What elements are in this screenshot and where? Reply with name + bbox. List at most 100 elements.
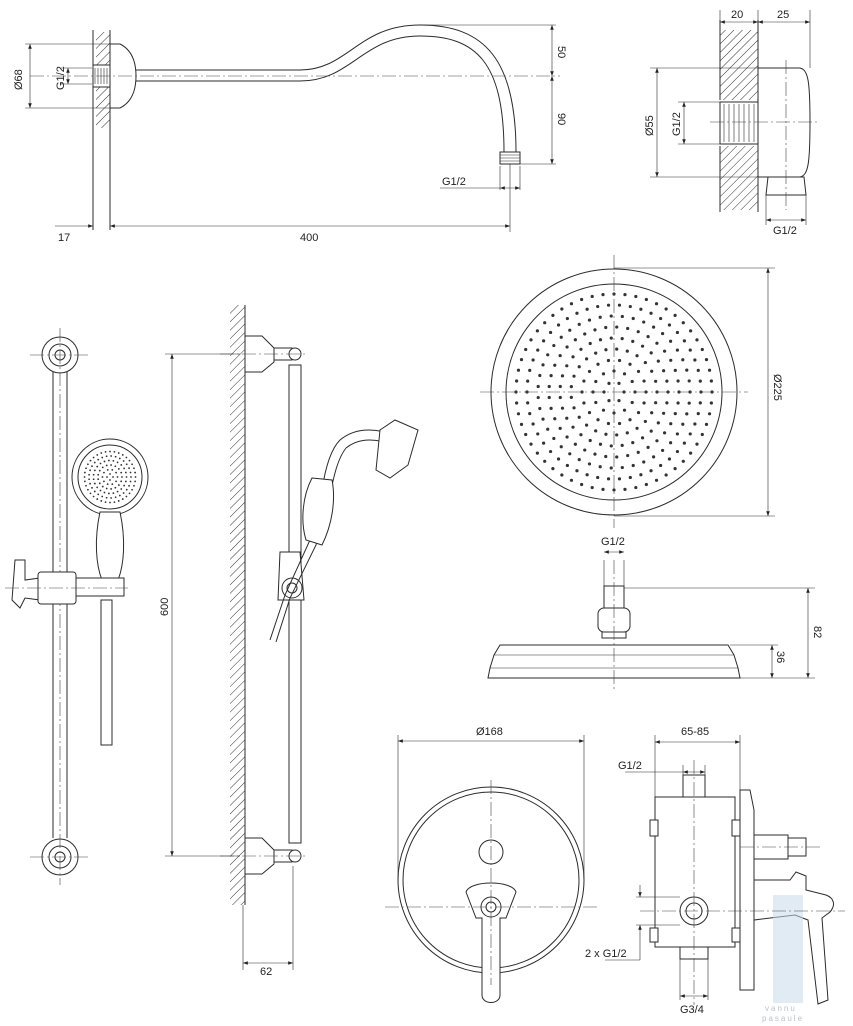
nozzle-dot xyxy=(551,313,555,317)
nozzle-dot xyxy=(114,486,117,489)
nozzle-dot xyxy=(664,473,668,477)
nozzle-dot xyxy=(103,471,105,474)
slide-rail-side-drawing: 600 62 xyxy=(159,305,419,978)
nozzle-dot xyxy=(577,457,581,462)
nozzle-dot xyxy=(112,476,114,478)
nozzle-dot xyxy=(107,459,110,462)
nozzle-dot xyxy=(569,385,573,389)
nozzle-dot xyxy=(519,422,524,426)
mixer-top-thread-label: G1/2 xyxy=(618,760,642,772)
nozzle-dot xyxy=(549,374,553,378)
nozzle-dot xyxy=(669,441,673,445)
nozzle-dot xyxy=(121,454,124,456)
nozzle-dot xyxy=(689,329,693,333)
nozzle-dot xyxy=(606,303,611,307)
nozzle-dot xyxy=(662,411,666,415)
nozzle-dot xyxy=(110,455,113,457)
nozzle-dot xyxy=(695,442,699,446)
nozzle-dot xyxy=(109,450,111,453)
nozzle-dot xyxy=(604,432,608,436)
nozzle-dot xyxy=(105,464,108,467)
nozzle-dot xyxy=(120,488,123,490)
nozzle-dot xyxy=(538,406,542,411)
nozzle-dot xyxy=(650,369,654,373)
nozzle-dot xyxy=(635,354,639,358)
nozzle-dot xyxy=(571,355,575,359)
nozzle-dot xyxy=(110,497,113,499)
watermark: vannu pasaule xyxy=(762,1004,802,1023)
nozzle-dot xyxy=(640,436,645,440)
mixer-front-drawing: Ø168 xyxy=(385,726,600,1003)
nozzle-dot xyxy=(97,478,100,481)
nozzle-dot xyxy=(601,487,605,491)
nozzle-dot xyxy=(114,455,117,458)
nozzle-dot xyxy=(594,400,598,405)
nozzle-dot xyxy=(609,466,613,470)
nozzle-dot xyxy=(620,465,624,470)
nozzle-dot xyxy=(606,421,611,426)
nozzle-dot xyxy=(659,316,663,321)
nozzle-dot xyxy=(631,441,635,445)
nozzle-dot xyxy=(601,293,605,297)
nozzle-dot xyxy=(587,410,592,415)
nozzle-dot xyxy=(548,330,553,335)
nozzle-dot xyxy=(89,482,91,485)
nozzle-dot xyxy=(536,395,540,400)
arm-outlet-thread-label: G1/2 xyxy=(442,176,466,188)
nozzle-dot xyxy=(617,399,621,403)
nozzle-dot xyxy=(560,473,564,477)
nozzle-dot xyxy=(89,459,92,462)
nozzle-dot xyxy=(89,492,92,495)
nozzle-dot xyxy=(85,484,87,487)
nozzle-dot xyxy=(116,490,119,493)
nozzle-dot xyxy=(634,294,638,299)
nozzle-dot xyxy=(675,449,680,454)
nozzle-dot xyxy=(92,473,95,476)
nozzle-dot xyxy=(569,302,574,306)
nozzle-dot xyxy=(580,482,584,487)
nozzle-dot xyxy=(125,488,128,491)
nozzle-dot xyxy=(558,384,562,389)
arm-drop-label: 90 xyxy=(555,113,567,125)
nozzle-dot xyxy=(601,408,606,412)
nozzle-dot xyxy=(676,379,680,383)
head-thread-label: G1/2 xyxy=(601,536,625,548)
nozzle-dot xyxy=(681,459,685,463)
nozzle-dot xyxy=(101,456,104,459)
nozzle-dot xyxy=(655,341,659,345)
nozzle-dot xyxy=(120,464,123,466)
nozzle-dot xyxy=(128,484,130,487)
nozzle-dot xyxy=(92,495,95,498)
nozzle-dot xyxy=(642,320,646,324)
nozzle-dot xyxy=(693,422,697,426)
wall-connector-drawing: 20 25 Ø55 G1/2 G1/2 xyxy=(644,9,820,237)
nozzle-dot xyxy=(117,468,120,470)
nozzle-dot xyxy=(105,487,108,490)
nozzle-dot xyxy=(111,483,114,486)
nozzle-dot xyxy=(584,357,589,361)
nozzle-dot xyxy=(96,465,99,468)
nozzle-dot xyxy=(642,379,646,383)
nozzle-dot xyxy=(120,480,123,483)
nozzle-dot xyxy=(620,443,624,447)
nozzle-dot xyxy=(696,368,700,372)
nozzle-dot xyxy=(587,369,592,374)
nozzle-dot xyxy=(575,469,579,473)
nozzle-dot xyxy=(559,445,563,449)
nozzle-dot xyxy=(675,348,679,352)
nozzle-dot xyxy=(100,500,103,502)
nozzle-dot xyxy=(103,480,105,483)
nozzle-dot xyxy=(617,477,622,481)
nozzle-dot xyxy=(598,338,603,342)
nozzle-dot xyxy=(542,441,546,445)
nozzle-dot xyxy=(636,369,641,374)
nozzle-dot xyxy=(88,473,91,476)
nozzle-dot xyxy=(615,433,619,437)
nozzle-dot xyxy=(556,457,561,461)
nozzle-dot xyxy=(558,354,562,358)
nozzle-dot xyxy=(598,465,602,469)
nozzle-dot xyxy=(89,469,91,472)
nozzle-dot xyxy=(636,410,641,415)
nozzle-dot xyxy=(536,348,540,352)
nozzle-dot xyxy=(655,439,659,443)
